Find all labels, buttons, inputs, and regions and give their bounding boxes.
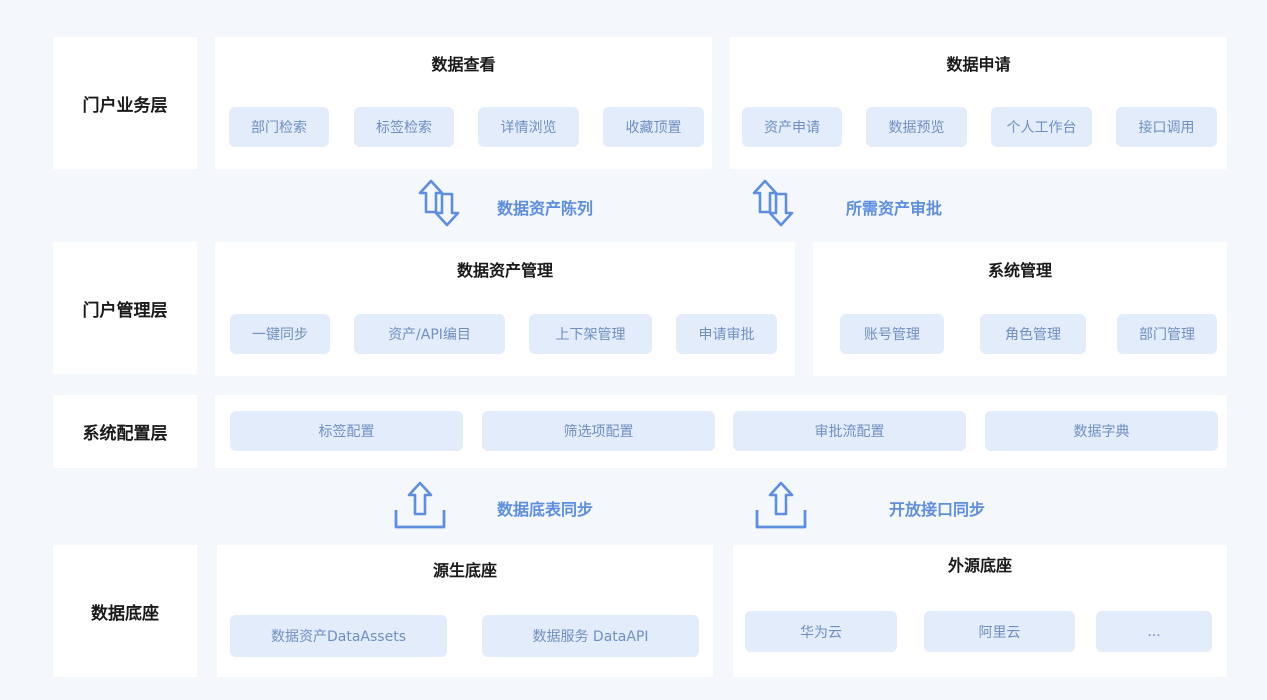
layer-label-system-config: 系统配置层 <box>53 395 197 468</box>
chip-dept-mgmt[interactable]: 部门管理 <box>1117 314 1217 354</box>
chip-dept-search[interactable]: 部门检索 <box>229 107 329 147</box>
external-base-title: 外源底座 <box>947 556 1012 575</box>
chip-data-api[interactable]: 数据服务 DataAPI <box>482 615 699 657</box>
layer-label-text: 系统配置层 <box>82 424 168 444</box>
asset-mgmt-title: 数据资产管理 <box>456 261 553 280</box>
swap-arrows-icon <box>752 179 794 227</box>
layer-label-portal-management: 门户管理层 <box>53 242 197 374</box>
chip-shelf-management[interactable]: 上下架管理 <box>529 314 652 354</box>
chip-filter-config[interactable]: 筛选项配置 <box>482 411 715 451</box>
chip-aliyun[interactable]: 阿里云 <box>924 611 1075 652</box>
chip-account-mgmt[interactable]: 账号管理 <box>840 314 944 354</box>
chip-tag-search[interactable]: 标签检索 <box>354 107 454 147</box>
chip-favorite-pin[interactable]: 收藏顶置 <box>603 107 704 147</box>
flow-label-asset-display: 数据资产陈列 <box>497 199 594 218</box>
upload-tray-icon <box>394 481 446 529</box>
flow-label-table-sync: 数据底表同步 <box>497 500 594 519</box>
layer-label-text: 数据底座 <box>91 603 159 624</box>
data-view-panel: 数据查看 部门检索 标签检索 详情浏览 收藏顶置 <box>215 37 712 169</box>
sys-mgmt-panel: 系统管理 账号管理 角色管理 部门管理 <box>813 242 1227 376</box>
data-apply-panel: 数据申请 资产申请 数据预览 个人工作台 接口调用 <box>730 37 1227 169</box>
native-base-title: 源生底座 <box>432 561 497 580</box>
layer-label-data-base: 数据底座 <box>53 545 197 677</box>
sys-mgmt-title: 系统管理 <box>987 261 1052 280</box>
chip-data-preview[interactable]: 数据预览 <box>866 107 967 147</box>
chip-approval-flow-config[interactable]: 审批流配置 <box>733 411 966 451</box>
layer-label-text: 门户业务层 <box>82 95 168 116</box>
chip-asset-api-catalog[interactable]: 资产/API编目 <box>354 314 505 354</box>
chip-role-mgmt[interactable]: 角色管理 <box>980 314 1086 354</box>
chip-asset-apply[interactable]: 资产申请 <box>742 107 842 147</box>
asset-mgmt-panel: 数据资产管理 一键同步 资产/API编目 上下架管理 申请审批 <box>215 242 795 376</box>
chip-personal-workspace[interactable]: 个人工作台 <box>991 107 1092 147</box>
chip-data-dictionary[interactable]: 数据字典 <box>985 411 1218 451</box>
layer-label-text: 门户管理层 <box>82 300 168 321</box>
chip-api-call[interactable]: 接口调用 <box>1116 107 1217 147</box>
native-base-panel: 源生底座 数据资产DataAssets 数据服务 DataAPI <box>217 545 713 677</box>
chip-data-assets[interactable]: 数据资产DataAssets <box>230 615 447 657</box>
upload-tray-icon <box>755 481 807 529</box>
data-apply-title: 数据申请 <box>946 55 1011 74</box>
layer-label-portal-business: 门户业务层 <box>53 37 197 169</box>
data-view-title: 数据查看 <box>431 55 496 74</box>
flow-label-open-api-sync: 开放接口同步 <box>889 500 986 519</box>
chip-one-click-sync[interactable]: 一键同步 <box>230 314 330 354</box>
chip-apply-review[interactable]: 申请审批 <box>676 314 777 354</box>
chip-more[interactable]: ... <box>1096 611 1212 652</box>
chip-tag-config[interactable]: 标签配置 <box>230 411 463 451</box>
swap-arrows-icon <box>418 179 460 227</box>
chip-huawei-cloud[interactable]: 华为云 <box>745 611 897 652</box>
sys-config-panel: 标签配置 筛选项配置 审批流配置 数据字典 <box>215 395 1227 468</box>
chip-detail-browse[interactable]: 详情浏览 <box>478 107 579 147</box>
external-base-panel: 外源底座 华为云 阿里云 ... <box>733 545 1227 677</box>
flow-label-asset-approval: 所需资产审批 <box>846 199 943 218</box>
